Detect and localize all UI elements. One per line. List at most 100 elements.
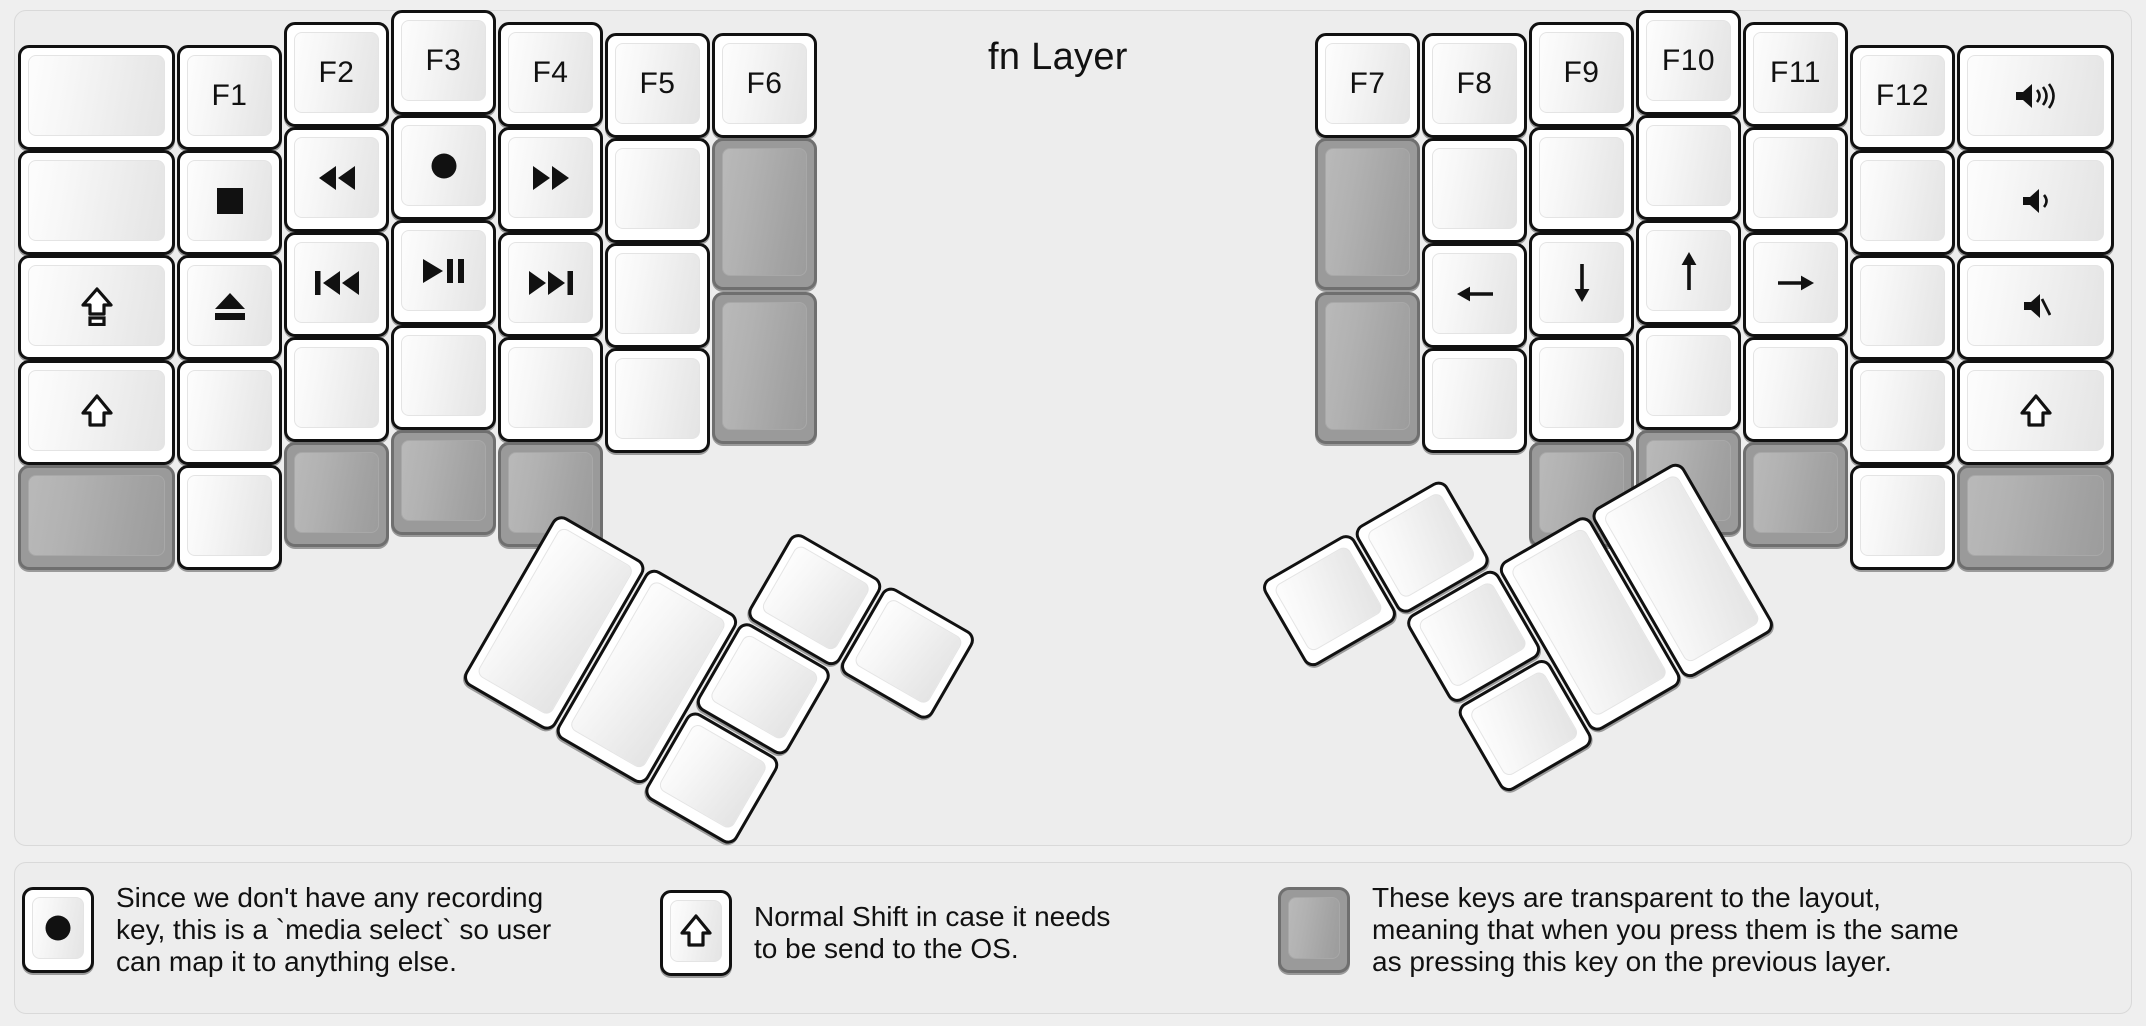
legend-keycap-2[interactable] (660, 890, 732, 976)
caps-lock-icon (80, 286, 114, 326)
key-left-col-middle-r4[interactable] (391, 430, 496, 535)
key-left-col-ring-r0[interactable]: F2 (284, 22, 389, 127)
key-left-col-index-r1[interactable] (498, 127, 603, 232)
media-prev-icon (314, 269, 360, 297)
keycap-face (1967, 160, 2104, 241)
key-label: F2 (318, 55, 355, 89)
page-title: fn Layer (988, 36, 1128, 78)
key-left-col-inner-r0[interactable]: F5 (605, 33, 710, 138)
key-left-col-innermost-r2[interactable] (712, 292, 817, 444)
volume-down-icon (2020, 186, 2052, 216)
media-fastforward-icon (531, 164, 571, 192)
key-right-col-outer-r0[interactable] (1957, 45, 2114, 150)
key-right-col-ring-r4[interactable] (1743, 442, 1848, 547)
key-left-col-middle-r3[interactable] (391, 325, 496, 430)
key-right-col-ring-r1[interactable] (1743, 127, 1848, 232)
shift-arrow-icon (679, 913, 713, 949)
key-right-col-middle-r0[interactable]: F10 (1636, 10, 1741, 115)
keycap-face (1539, 242, 1624, 323)
key-left-col-ring-r1[interactable] (284, 127, 389, 232)
key-right-col-index-r1[interactable] (1529, 127, 1634, 232)
record-dot-icon (431, 153, 457, 179)
key-left-col-outer-r1[interactable] (18, 150, 175, 255)
key-right-col-outer-r3[interactable] (1957, 360, 2114, 465)
key-left-col-index-r2[interactable] (498, 232, 603, 337)
key-left-col-ring-r4[interactable] (284, 442, 389, 547)
key-left-col-index-r4[interactable] (498, 442, 603, 547)
key-right-col-pinky-r1[interactable] (1850, 150, 1955, 255)
media-eject-icon (213, 291, 247, 321)
key-right-col-outer-r1[interactable] (1957, 150, 2114, 255)
key-left-col-inner-r2[interactable] (605, 243, 710, 348)
keycap-face (294, 452, 379, 533)
key-left-col-pinky-r2[interactable] (177, 255, 282, 360)
key-left-col-ring-r3[interactable] (284, 337, 389, 442)
keycap-face (187, 475, 272, 556)
key-right-col-index-r3[interactable] (1529, 337, 1634, 442)
key-left-col-middle-r1[interactable] (391, 115, 496, 220)
keycap-face (1288, 896, 1340, 959)
keycap-face (1967, 370, 2104, 451)
keycap-face (401, 125, 486, 206)
key-right-col-inner-r2[interactable] (1422, 243, 1527, 348)
key-right-col-innermost-r0[interactable]: F7 (1315, 33, 1420, 138)
key-right-col-pinky-r4[interactable] (1850, 465, 1955, 570)
key-right-col-pinky-r0[interactable]: F12 (1850, 45, 1955, 150)
key-left-col-middle-r2[interactable] (391, 220, 496, 325)
shift-arrow-icon (2019, 393, 2053, 429)
key-left-col-middle-r0[interactable]: F3 (391, 10, 496, 115)
key-right-col-inner-r1[interactable] (1422, 138, 1527, 243)
key-right-col-outer-r4[interactable] (1957, 465, 2114, 570)
key-right-col-pinky-r2[interactable] (1850, 255, 1955, 360)
key-right-col-inner-r0[interactable]: F8 (1422, 33, 1527, 138)
keycap-face (401, 230, 486, 311)
keycap-face: F7 (1325, 43, 1410, 124)
key-left-col-outer-r3[interactable] (18, 360, 175, 465)
keycap-face (670, 900, 722, 962)
record-dot-icon (45, 915, 71, 941)
key-right-col-inner-r3[interactable] (1422, 348, 1527, 453)
keycap-face (294, 347, 379, 428)
key-left-col-pinky-r3[interactable] (177, 360, 282, 465)
key-left-col-index-r3[interactable] (498, 337, 603, 442)
key-right-col-innermost-r2[interactable] (1315, 292, 1420, 444)
keycap-face (401, 440, 486, 521)
key-right-col-outer-r2[interactable] (1957, 255, 2114, 360)
key-left-col-outer-r0[interactable] (18, 45, 175, 150)
key-right-col-middle-r3[interactable] (1636, 325, 1741, 430)
key-right-col-middle-r1[interactable] (1636, 115, 1741, 220)
key-left-col-outer-r4[interactable] (18, 465, 175, 570)
keycap-face (508, 242, 593, 323)
volume-mute-icon (2021, 291, 2051, 321)
legend-key-sample-3 (1278, 886, 1350, 973)
key-right-col-ring-r0[interactable]: F11 (1743, 22, 1848, 127)
legend-item-2: Normal Shift in case it needs to be send… (660, 890, 1110, 976)
key-right-col-index-r2[interactable] (1529, 232, 1634, 337)
key-right-col-ring-r2[interactable] (1743, 232, 1848, 337)
key-left-col-innermost-r0[interactable]: F6 (712, 33, 817, 138)
keycap-face (1753, 242, 1838, 323)
key-right-col-middle-r2[interactable] (1636, 220, 1741, 325)
key-left-col-outer-r2[interactable] (18, 255, 175, 360)
keycap-face (401, 335, 486, 416)
key-left-col-innermost-r1[interactable] (712, 138, 817, 290)
key-left-col-pinky-r0[interactable]: F1 (177, 45, 282, 150)
legend-keycap-3[interactable] (1278, 886, 1350, 973)
key-left-col-pinky-r1[interactable] (177, 150, 282, 255)
key-left-col-inner-r1[interactable] (605, 138, 710, 243)
key-label: F12 (1875, 78, 1930, 112)
media-stop-icon (216, 187, 244, 215)
key-right-col-index-r0[interactable]: F9 (1529, 22, 1634, 127)
key-left-col-inner-r3[interactable] (605, 348, 710, 453)
key-right-col-pinky-r3[interactable] (1850, 360, 1955, 465)
keycap-face (187, 370, 272, 451)
keycap-face (32, 896, 84, 959)
key-left-col-ring-r2[interactable] (284, 232, 389, 337)
key-left-col-pinky-r4[interactable] (177, 465, 282, 570)
key-right-col-innermost-r1[interactable] (1315, 138, 1420, 290)
key-left-col-index-r0[interactable]: F4 (498, 22, 603, 127)
legend-item-3: These keys are transparent to the layout… (1278, 882, 1959, 978)
key-right-col-ring-r3[interactable] (1743, 337, 1848, 442)
legend-keycap-1[interactable] (22, 886, 94, 973)
keycap-face (294, 242, 379, 323)
